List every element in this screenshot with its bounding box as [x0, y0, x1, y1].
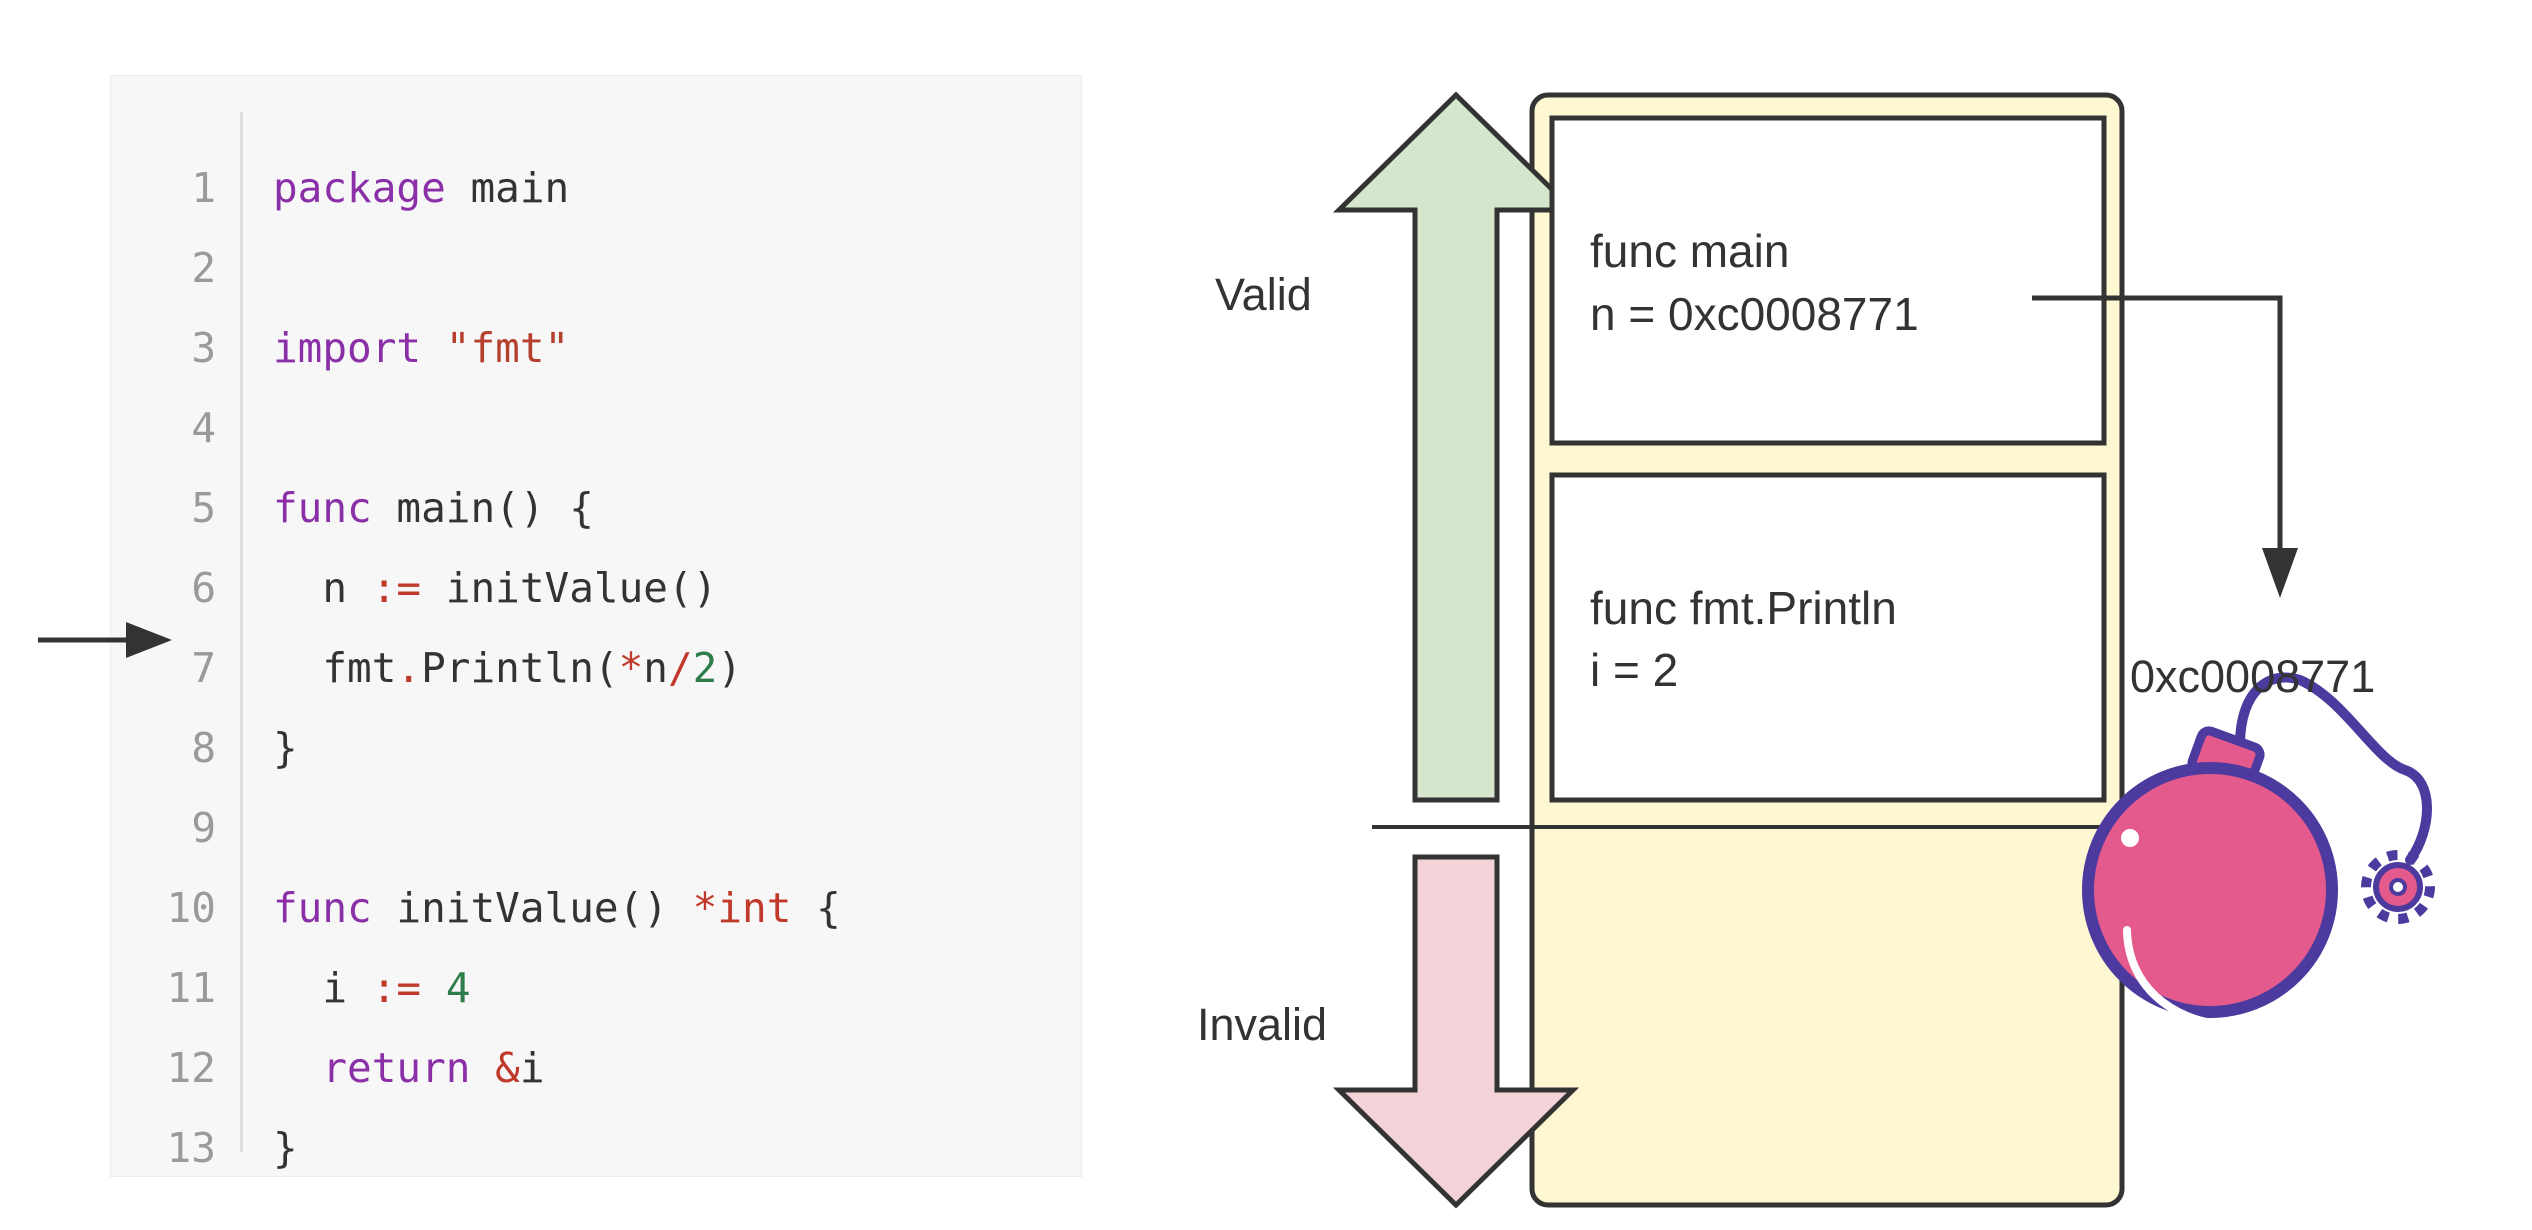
code-token: initValue(): [371, 884, 693, 932]
code-token: n: [643, 644, 668, 692]
line-number: 9: [191, 804, 216, 852]
code-line: 8}: [111, 708, 1081, 788]
code-token: fmt: [273, 644, 397, 692]
code-line: 13}: [111, 1108, 1081, 1188]
frame-println-value: i = 2: [1590, 644, 1678, 696]
pointer-connector: [2032, 295, 2298, 598]
code-line: 2: [111, 228, 1081, 308]
code-token: ): [717, 644, 743, 692]
code-line: 3 import "fmt": [111, 308, 1081, 388]
code-text: import "fmt": [273, 308, 569, 388]
line-number: 6: [191, 564, 216, 612]
frame-println: [1549, 472, 2107, 803]
code-token: {: [791, 884, 841, 932]
code-token: "fmt": [445, 324, 570, 372]
frame-main-title: func main: [1590, 225, 1789, 277]
code-line: 5 func main() {: [111, 468, 1081, 548]
code-line: 7 fmt.Println(*n/2): [111, 628, 1081, 708]
code-token: i: [273, 964, 372, 1012]
code-text: i := 4: [273, 948, 471, 1028]
code-text: }: [273, 1108, 298, 1188]
code-token: initValue(): [421, 564, 718, 612]
gutter-divider: [240, 112, 243, 1152]
current-line-arrow-icon: [38, 622, 172, 658]
code-line: 4: [111, 388, 1081, 468]
code-text: func initValue() *int {: [273, 868, 841, 948]
code-token: 2: [692, 644, 718, 692]
code-token: func: [273, 884, 372, 932]
code-token: package: [273, 164, 446, 212]
code-line: 10 func initValue() *int {: [111, 868, 1081, 948]
code-token: func: [273, 484, 372, 532]
code-text: package main: [273, 148, 569, 228]
code-line: 6 n := initValue(): [111, 548, 1081, 628]
code-token: n: [273, 564, 372, 612]
code-token: :=: [371, 964, 422, 1012]
valid-label: Valid: [1215, 269, 1312, 320]
code-token: Println(: [421, 644, 619, 692]
code-line: 9: [111, 788, 1081, 868]
code-token: main: [445, 164, 570, 212]
line-number: 1: [191, 164, 216, 212]
code-token: *: [618, 644, 644, 692]
code-token: i: [519, 1044, 545, 1092]
code-token: :=: [371, 564, 422, 612]
code-token: main() {: [371, 484, 594, 532]
address-label: 0xc0008771: [2130, 651, 2375, 702]
code-token: 4: [445, 964, 471, 1012]
line-number: 13: [166, 1124, 216, 1172]
invalid-label: Invalid: [1197, 999, 1327, 1050]
code-token: }: [273, 1124, 298, 1172]
code-token: &: [495, 1044, 520, 1092]
line-number: 3: [191, 324, 216, 372]
code-token: }: [273, 724, 298, 772]
line-number: 11: [166, 964, 216, 1012]
frame-main: [1549, 115, 2107, 446]
code-token: return: [322, 1044, 471, 1092]
code-text: func main() {: [273, 468, 594, 548]
bomb-icon: [2082, 672, 2435, 1029]
line-number: 7: [191, 644, 216, 692]
code-line: 12 return &i: [111, 1028, 1081, 1108]
code-token: .: [396, 644, 422, 692]
code-line: 11 i := 4: [111, 948, 1081, 1028]
code-line: 1 package main: [111, 148, 1081, 228]
frame-println-title: func fmt.Println: [1590, 582, 1897, 634]
line-number: 8: [191, 724, 216, 772]
code-text: }: [273, 708, 298, 788]
line-number: 12: [166, 1044, 216, 1092]
code-text: return &i: [273, 1028, 545, 1108]
code-panel: 1 package main 2 3 import "fmt" 4 5 func main()…: [110, 75, 1082, 1177]
line-number: 4: [191, 404, 216, 452]
code-token: *int: [692, 884, 792, 932]
code-token: /: [667, 644, 693, 692]
line-number: 2: [191, 244, 216, 292]
code-text: n := initValue(): [273, 548, 717, 628]
frame-main-pointer-value: n = 0xc0008771: [1590, 288, 1919, 340]
valid-arrow: [1332, 91, 1580, 803]
code-text: fmt.Println(*n/2): [273, 628, 742, 708]
code-token: import: [273, 324, 422, 372]
line-number: 5: [191, 484, 216, 532]
line-number: 10: [166, 884, 216, 932]
invalid-arrow: [1332, 854, 1580, 1209]
